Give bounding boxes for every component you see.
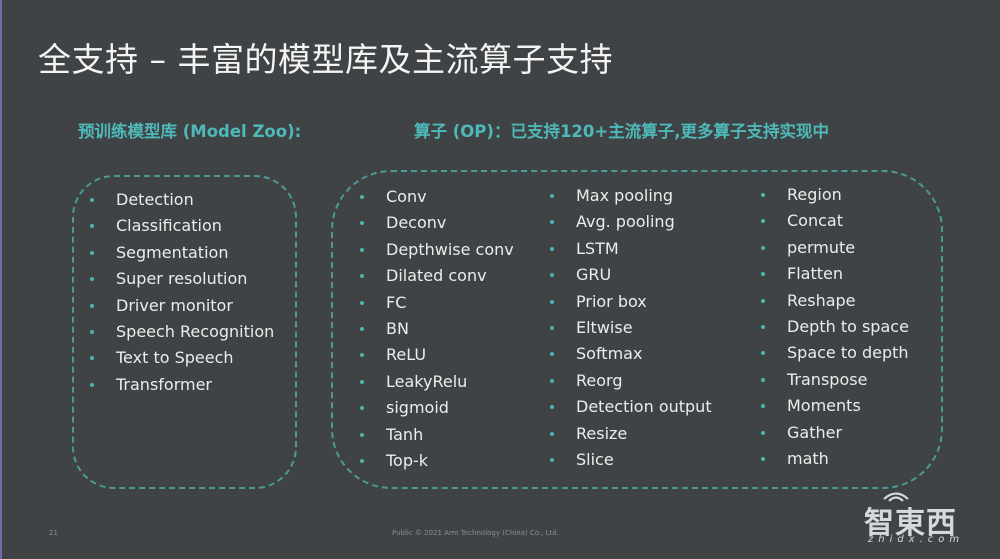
bullet-icon <box>360 274 364 279</box>
bullet-icon <box>360 300 364 305</box>
list-item: Detection <box>90 187 274 213</box>
bullet-icon <box>550 431 554 436</box>
bullet-icon <box>360 379 364 384</box>
bullet-icon <box>90 356 94 361</box>
list-item: ReLU <box>360 342 514 368</box>
bullet-icon <box>90 303 94 308</box>
bullet-icon <box>761 377 765 382</box>
bullet-icon <box>761 193 765 197</box>
bullet-icon <box>360 326 364 331</box>
list-item: Detection output <box>550 394 712 420</box>
bullet-icon <box>360 247 364 252</box>
bullet-icon <box>550 325 554 330</box>
bullet-icon <box>360 221 364 226</box>
list-item: Moments <box>761 393 909 419</box>
list-item: GRU <box>550 262 712 288</box>
bullet-icon <box>761 298 765 303</box>
list-item: Classification <box>90 213 274 239</box>
bullet-icon <box>360 406 364 411</box>
list-item: Reshape <box>761 288 909 314</box>
list-item: Depthwise conv <box>360 237 514 263</box>
bullet-icon <box>90 277 94 282</box>
bullet-icon <box>90 250 94 255</box>
list-item: Speech Recognition <box>90 319 274 345</box>
list-item: Softmax <box>550 341 712 367</box>
bullet-icon <box>550 299 554 304</box>
list-item: Transformer <box>90 372 274 398</box>
left-edge-strip <box>0 0 2 559</box>
watermark-logo: 智東西 zhidx.com <box>862 490 982 550</box>
bullet-icon <box>90 198 94 202</box>
list-item: Avg. pooling <box>550 209 712 235</box>
bullet-icon <box>761 324 765 329</box>
list-item: Region <box>761 182 909 208</box>
watermark-domain: zhidx.com <box>868 534 965 545</box>
operators-column-1: Conv Deconv Depthwise conv Dilated conv … <box>360 184 514 474</box>
bullet-icon <box>761 245 765 250</box>
bullet-icon <box>550 405 554 410</box>
list-item: Driver monitor <box>90 293 274 319</box>
model-zoo-list: Detection Classification Segmentation Su… <box>90 187 274 398</box>
bullet-icon <box>550 457 554 462</box>
list-item: Tanh <box>360 422 514 448</box>
list-item: Text to Speech <box>90 345 274 371</box>
list-item: Prior box <box>550 289 712 315</box>
list-item: Super resolution <box>90 266 274 292</box>
bullet-icon <box>90 329 94 334</box>
list-item: Slice <box>550 447 712 473</box>
list-item: Space to depth <box>761 340 909 366</box>
list-item: Segmentation <box>90 240 274 266</box>
list-item: Conv <box>360 184 514 210</box>
bullet-icon <box>360 458 364 463</box>
model-zoo-box <box>72 175 297 489</box>
list-item: LSTM <box>550 236 712 262</box>
slide-page-number: 21 <box>49 529 58 537</box>
list-item: Resize <box>550 421 712 447</box>
model-zoo-heading: 预训练模型库 (Model Zoo): <box>78 122 302 141</box>
list-item: Deconv <box>360 210 514 236</box>
operators-heading: 算子 (OP)：已支持120+主流算子,更多算子支持实现中 <box>414 122 829 141</box>
operators-column-2: Max pooling Avg. pooling LSTM GRU Prior … <box>550 183 712 473</box>
bullet-icon <box>761 456 765 461</box>
bullet-icon <box>90 382 94 387</box>
list-item: Eltwise <box>550 315 712 341</box>
list-item: Concat <box>761 208 909 234</box>
bullet-icon <box>360 353 364 358</box>
bullet-icon <box>360 195 364 199</box>
bullet-icon <box>550 378 554 383</box>
bullet-icon <box>550 194 554 198</box>
list-item: Reorg <box>550 368 712 394</box>
bullet-icon <box>761 351 765 356</box>
bullet-icon <box>550 352 554 357</box>
list-item: Top-k <box>360 448 514 474</box>
bullet-icon <box>761 430 765 435</box>
list-item: sigmoid <box>360 395 514 421</box>
list-item: BN <box>360 316 514 342</box>
bullet-icon <box>761 404 765 409</box>
list-item: FC <box>360 290 514 316</box>
bullet-icon <box>761 219 765 224</box>
watermark-brand: 智東西 <box>864 506 957 541</box>
bullet-icon <box>550 273 554 278</box>
list-item: Depth to space <box>761 314 909 340</box>
list-item: Flatten <box>761 261 909 287</box>
bullet-icon <box>761 272 765 277</box>
bullet-icon <box>550 220 554 225</box>
list-item: Gather <box>761 420 909 446</box>
list-item: permute <box>761 235 909 261</box>
operators-box <box>331 170 943 489</box>
slide-title: 全支持 – 丰富的模型库及主流算子支持 <box>38 40 613 79</box>
operators-column-3: Region Concat permute Flatten Reshape De… <box>761 182 909 472</box>
bullet-icon <box>90 224 94 229</box>
signal-icon <box>883 492 909 502</box>
footer-copyright: Public © 2021 Arm Technology (China) Co.… <box>392 529 559 537</box>
list-item: math <box>761 446 909 472</box>
list-item: LeakyRelu <box>360 369 514 395</box>
list-item: Max pooling <box>550 183 712 209</box>
bullet-icon <box>360 432 364 437</box>
list-item: Transpose <box>761 367 909 393</box>
list-item: Dilated conv <box>360 263 514 289</box>
bullet-icon <box>550 246 554 251</box>
